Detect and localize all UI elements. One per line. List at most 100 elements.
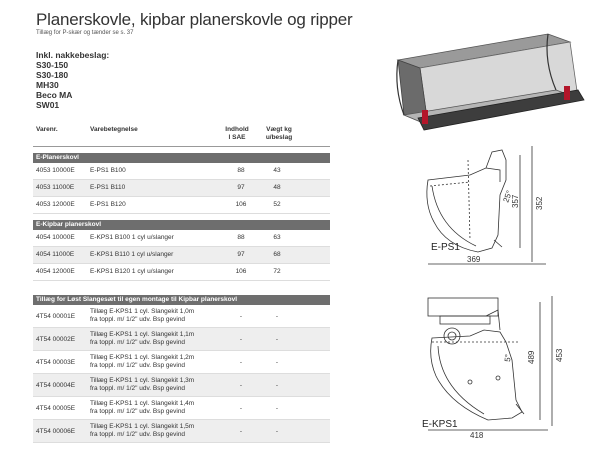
section-header-slangesaet: Tillæg for Løst Slangesæt til egen monta… bbox=[33, 295, 330, 305]
cell-betegnelse: Tillæg E-KPS1 1 cyl. Slangekit 1,0m fra … bbox=[90, 308, 194, 323]
cell-vaegt: 52 bbox=[273, 201, 281, 208]
cell-indhold: 97 bbox=[237, 184, 245, 191]
ps1-height-inner: 357 bbox=[511, 194, 520, 208]
header-vaegt-line2: u/beslag bbox=[265, 134, 293, 141]
page-title: Planerskovle, kipbar planerskovle og rip… bbox=[36, 10, 353, 29]
cell-indhold: 88 bbox=[237, 167, 245, 174]
cell-varenr: 4T54 00006E bbox=[36, 428, 76, 435]
kps1-width: 418 bbox=[470, 431, 484, 440]
cell-vaegt: - bbox=[275, 359, 279, 366]
ps1-height-outer: 352 bbox=[535, 196, 544, 210]
cell-betegnelse: E-KPS1 B110 1 cyl u/slanger bbox=[90, 251, 174, 258]
included-bracket-list: Inkl. nakkebeslag: S30-150 S30-180 MH30 … bbox=[36, 50, 109, 110]
table-row: 4053 12000E E-PS1 B120 106 52 bbox=[33, 197, 330, 214]
cell-indhold: - bbox=[239, 336, 243, 343]
cell-vaegt: - bbox=[275, 336, 279, 343]
ps1-label: E-PS1 bbox=[431, 242, 460, 253]
cell-betegnelse-line1: Tillæg E-KPS1 1 cyl. Slangekit 1,0m bbox=[90, 308, 195, 315]
table-row: 4T54 00002E Tillæg E-KPS1 1 cyl. Slangek… bbox=[33, 328, 330, 351]
cell-indhold: - bbox=[239, 428, 243, 435]
cell-varenr: 4054 11000E bbox=[36, 251, 75, 258]
cell-indhold: 88 bbox=[237, 234, 245, 241]
header-vaegt: Vægt kg u/beslag bbox=[259, 126, 299, 142]
cell-indhold: - bbox=[239, 359, 243, 366]
table-row: 4T54 00001E Tillæg E-KPS1 1 cyl. Slangek… bbox=[33, 305, 330, 328]
table-row: 4054 11000E E-KPS1 B110 1 cyl u/slanger … bbox=[33, 247, 330, 264]
cell-varenr: 4T54 00004E bbox=[36, 382, 76, 389]
cell-betegnelse: Tillæg E-KPS1 1 cyl. Slangekit 1,4m fra … bbox=[90, 400, 194, 415]
cell-betegnelse-line2: fra toppl. m/ 1/2" udv. Bsp gevind bbox=[90, 430, 186, 438]
cell-varenr: 4054 10000E bbox=[36, 234, 75, 241]
included-heading: Inkl. nakkebeslag: bbox=[36, 50, 110, 60]
cell-betegnelse-line1: Tillæg E-KPS1 1 cyl. Slangekit 1,4m bbox=[90, 400, 195, 407]
cell-betegnelse-line2: fra toppl. m/ 1/2" udv. Bsp gevind bbox=[90, 407, 186, 415]
table-row: 4T54 00003E Tillæg E-KPS1 1 cyl. Slangek… bbox=[33, 351, 330, 374]
cell-varenr: 4T54 00001E bbox=[36, 313, 76, 320]
cell-indhold: 106 bbox=[235, 268, 247, 275]
cell-betegnelse-line2: fra toppl. m/ 1/2" udv. Bsp gevind bbox=[90, 384, 186, 392]
header-varenr: Varenr. bbox=[36, 126, 58, 133]
cell-betegnelse: E-KPS1 B100 1 cyl u/slanger bbox=[90, 234, 174, 241]
cell-betegnelse-line1: Tillæg E-KPS1 1 cyl. Slangekit 1,2m bbox=[90, 354, 195, 361]
cell-vaegt: - bbox=[275, 405, 279, 412]
bucket-render: 357 352 25° 369 E-PS1 489 453 5° 418 E-K… bbox=[396, 33, 585, 440]
section-header-kipbar: E-Kipbar planerskovl bbox=[33, 220, 330, 230]
cell-betegnelse: Tillæg E-KPS1 1 cyl. Slangekit 1,2m fra … bbox=[90, 354, 194, 369]
cell-vaegt: - bbox=[275, 313, 279, 320]
cell-betegnelse: E-PS1 B110 bbox=[90, 184, 126, 191]
kps1-drawing bbox=[427, 296, 553, 431]
cell-vaegt: 63 bbox=[273, 234, 281, 241]
cell-betegnelse-line1: Tillæg E-KPS1 1 cyl. Slangekit 1,1m bbox=[90, 331, 195, 338]
table-row: 4054 12000E E-KPS1 B120 1 cyl u/slanger … bbox=[33, 264, 330, 281]
kps1-height-inner: 489 bbox=[527, 350, 536, 364]
cell-indhold: - bbox=[239, 382, 243, 389]
cell-betegnelse: E-PS1 B120 bbox=[90, 201, 126, 208]
table-row: 4T54 00005E Tillæg E-KPS1 1 cyl. Slangek… bbox=[33, 397, 330, 420]
cell-betegnelse-line1: Tillæg E-KPS1 1 cyl. Slangekit 1,5m bbox=[90, 423, 195, 430]
table-row: 4T54 00004E Tillæg E-KPS1 1 cyl. Slangek… bbox=[33, 374, 330, 397]
header-vaegt-line1: Vægt kg bbox=[266, 126, 292, 133]
kps1-label: E-KPS1 bbox=[422, 419, 458, 430]
cell-varenr: 4053 11000E bbox=[36, 184, 75, 191]
cell-betegnelse-line2: fra toppl. m/ 1/2" udv. Bsp gevind bbox=[90, 361, 186, 369]
cell-vaegt: - bbox=[275, 382, 279, 389]
page-subtitle: Tillæg for P-skær og tænder se s. 37 bbox=[36, 30, 134, 36]
ps1-angle: 25° bbox=[501, 189, 514, 203]
bracket-red-right bbox=[564, 86, 570, 100]
cell-indhold: - bbox=[239, 405, 243, 412]
cell-varenr: 4054 12000E bbox=[36, 268, 75, 275]
included-item: S30-150 bbox=[36, 60, 69, 70]
cell-vaegt: 43 bbox=[273, 167, 281, 174]
table-row: 4054 10000E E-KPS1 B100 1 cyl u/slanger … bbox=[33, 230, 330, 247]
cell-varenr: 4T54 00005E bbox=[36, 405, 76, 412]
cell-betegnelse-line1: Tillæg E-KPS1 1 cyl. Slangekit 1,3m bbox=[90, 377, 195, 384]
kps1-angle: 5° bbox=[503, 354, 513, 362]
table-row: 4053 10000E E-PS1 B100 88 43 bbox=[33, 163, 330, 180]
cell-indhold: 97 bbox=[237, 251, 245, 258]
kps1-height-outer: 453 bbox=[555, 348, 564, 362]
included-item: MH30 bbox=[36, 80, 59, 90]
included-item: SW01 bbox=[36, 100, 60, 110]
cell-betegnelse: Tillæg E-KPS1 1 cyl. Slangekit 1,3m fra … bbox=[90, 377, 194, 392]
table-row: 4053 11000E E-PS1 B110 97 48 bbox=[33, 180, 330, 197]
cell-varenr: 4T54 00002E bbox=[36, 336, 76, 343]
header-indhold: Indhold l SAE bbox=[217, 126, 257, 142]
product-table: Varenr. Varebetegnelse Indhold l SAE Væg… bbox=[33, 122, 330, 443]
cell-betegnelse-line2: fra toppl. m/ 1/2" udv. Bsp gevind bbox=[90, 338, 186, 346]
cell-vaegt: - bbox=[275, 428, 279, 435]
cell-varenr: 4T54 00003E bbox=[36, 359, 76, 366]
cell-betegnelse: E-KPS1 B120 1 cyl u/slanger bbox=[90, 268, 174, 275]
cell-indhold: 106 bbox=[235, 201, 247, 208]
cell-vaegt: 72 bbox=[273, 268, 281, 275]
header-indhold-line2: l SAE bbox=[228, 134, 246, 141]
cell-vaegt: 48 bbox=[273, 184, 281, 191]
cell-vaegt: 68 bbox=[273, 251, 281, 258]
cell-varenr: 4053 12000E bbox=[36, 201, 75, 208]
cell-betegnelse: Tillæg E-KPS1 1 cyl. Slangekit 1,5m fra … bbox=[90, 423, 194, 438]
table-header: Varenr. Varebetegnelse Indhold l SAE Væg… bbox=[33, 122, 330, 147]
included-item: S30-180 bbox=[36, 70, 69, 80]
included-item: Beco MA bbox=[36, 90, 73, 100]
ps1-width: 369 bbox=[467, 255, 481, 264]
section-header-planerskovl: E-Planerskovl bbox=[33, 153, 330, 163]
